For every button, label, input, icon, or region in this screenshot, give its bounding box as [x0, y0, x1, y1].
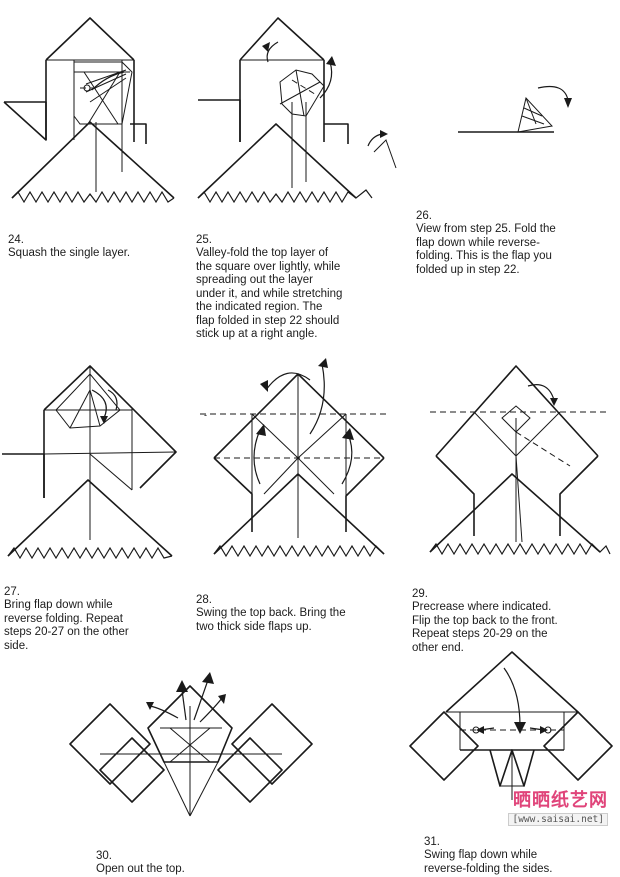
step-27-caption: 27. Bring flap down while reverse foldin… [4, 572, 189, 653]
step-29-caption: 29. Precrease where indicated. Flip the … [412, 574, 620, 655]
step-24-number: 24. [8, 233, 24, 246]
site-watermark: 晒晒纸艺网 [www.saisai.net] [508, 786, 608, 826]
step-27-text: Bring flap down while reverse folding. R… [4, 599, 129, 652]
step-28-number: 28. [196, 593, 212, 606]
step-25-text: Valley-fold the top layer of the square … [196, 247, 343, 340]
step-30-number: 30. [96, 849, 112, 862]
step-24-caption: 24. Squash the single layer. [8, 220, 193, 261]
step-26-caption: 26. View from step 25. Fold the flap dow… [416, 196, 616, 277]
step-26-number: 26. [416, 209, 432, 222]
step-27-diagram [0, 360, 195, 570]
step-31-caption: 31. Swing flap down while reverse-foldin… [424, 822, 620, 876]
step-30-text: Open out the top. [96, 863, 185, 875]
step-26-text: View from step 25. Fold the flap down wh… [416, 223, 556, 276]
step-31-diagram [404, 650, 618, 820]
step-30-diagram [60, 666, 322, 826]
watermark-url: [www.saisai.net] [508, 813, 608, 826]
step-31-number: 31. [424, 835, 440, 848]
step-24-text: Squash the single layer. [8, 247, 131, 259]
step-31-text: Swing flap down while reverse-folding th… [424, 849, 553, 875]
step-27-number: 27. [4, 585, 20, 598]
step-28-caption: 28. Swing the top back. Bring the two th… [196, 580, 411, 634]
step-29-number: 29. [412, 587, 428, 600]
step-24-diagram [0, 12, 190, 212]
step-25-diagram [196, 12, 406, 212]
step-29-diagram [420, 356, 618, 566]
watermark-title: 晒晒纸艺网 [513, 790, 608, 811]
step-28-text: Swing the top back. Bring the two thick … [196, 607, 346, 633]
step-30-caption: 30. Open out the top. [96, 836, 296, 877]
step-26-diagram [456, 80, 596, 140]
svg-text:-: - [204, 410, 207, 420]
step-29-text: Precrease where indicated. Flip the top … [412, 601, 558, 654]
step-25-number: 25. [196, 233, 212, 246]
step-28-diagram: - [194, 354, 404, 569]
step-25-caption: 25. Valley-fold the top layer of the squ… [196, 220, 416, 342]
